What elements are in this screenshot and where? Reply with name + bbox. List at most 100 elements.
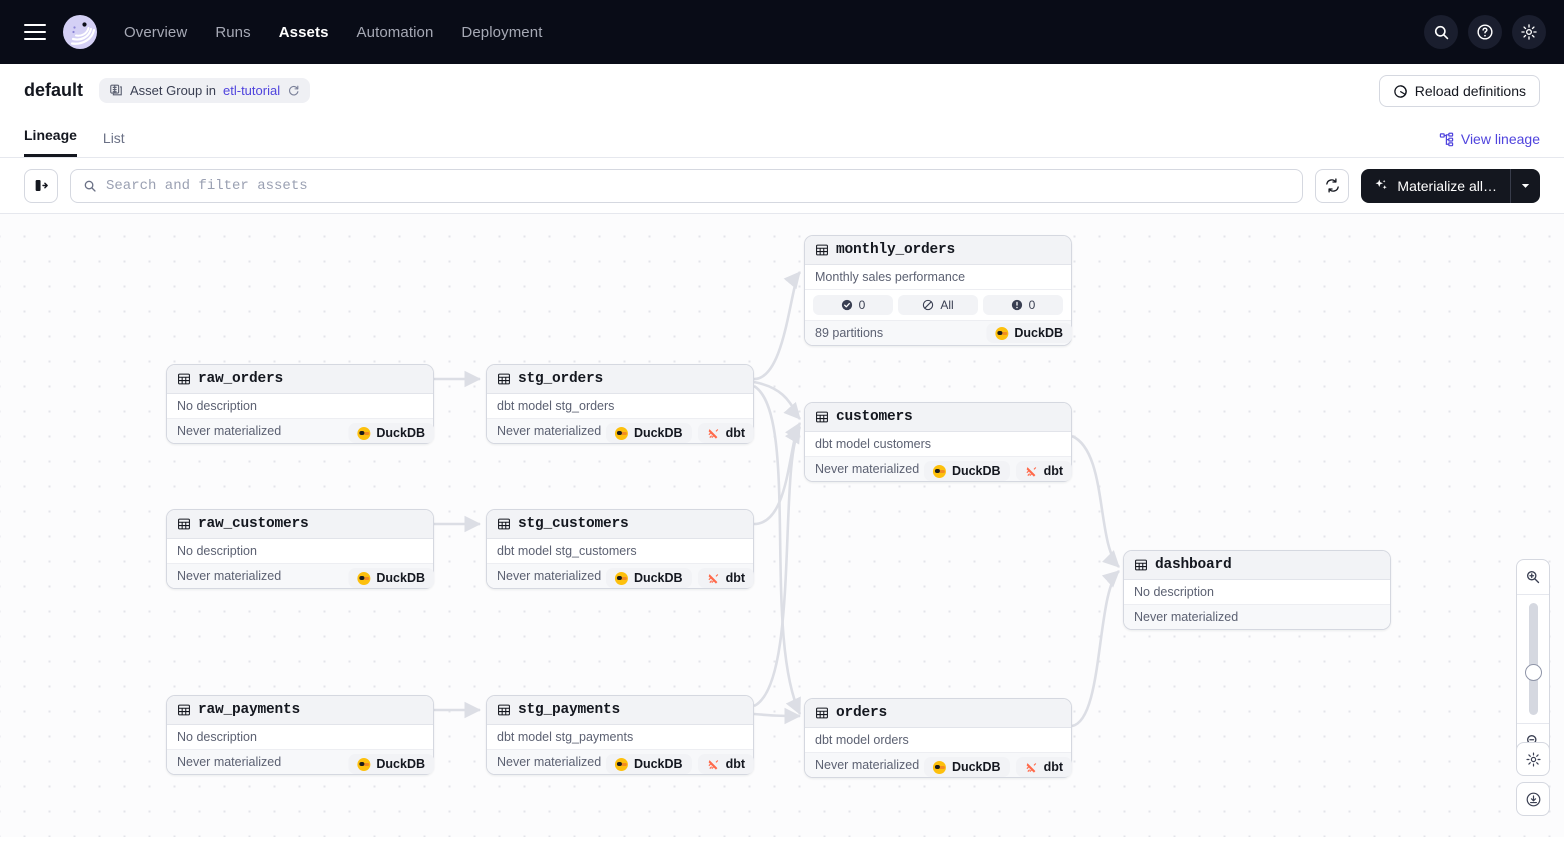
materialize-all-button[interactable]: Materialize all…: [1361, 169, 1510, 203]
asset-tag-row-stg_customers: DuckDB dbt: [605, 568, 754, 588]
asset-tag-row-customers: DuckDB dbt: [923, 461, 1072, 481]
tag-dbt[interactable]: dbt: [1015, 461, 1072, 481]
view-lineage-button[interactable]: View lineage: [1439, 131, 1540, 147]
tag-dbt[interactable]: dbt: [697, 423, 754, 443]
reload-definitions-button[interactable]: Reload definitions: [1378, 75, 1540, 107]
tag-dbt[interactable]: dbt: [697, 754, 754, 774]
table-icon: [1135, 559, 1147, 571]
asset-node-monthly_orders[interactable]: monthly_orders Monthly sales performance…: [804, 235, 1072, 346]
tag-dbt[interactable]: dbt: [1015, 757, 1072, 777]
asset-node-description: dbt model orders: [805, 728, 1071, 753]
zoom-control-group[interactable]: [1516, 559, 1550, 759]
table-icon: [178, 704, 190, 716]
asset-node-header[interactable]: stg_customers: [487, 510, 753, 539]
zoom-slider[interactable]: [1517, 594, 1549, 724]
partition-chip-info-circle-icon[interactable]: 0: [983, 295, 1063, 315]
top-navigation-bar: Overview Runs Assets Automation Deployme…: [0, 0, 1564, 64]
asset-tag-row-raw_orders: DuckDB: [348, 423, 434, 443]
asset-group-chip[interactable]: Asset Group in etl-tutorial: [99, 77, 311, 103]
nav-link-deployment[interactable]: Deployment: [461, 23, 543, 41]
tag-duckdb[interactable]: DuckDB: [348, 423, 434, 443]
asset-node-header[interactable]: customers: [805, 403, 1071, 432]
asset-group-link[interactable]: etl-tutorial: [223, 82, 281, 98]
tag-duckdb[interactable]: DuckDB: [923, 461, 1010, 481]
asset-node-header[interactable]: raw_customers: [167, 510, 433, 539]
graph-settings-button[interactable]: [1516, 742, 1550, 776]
table-icon: [498, 373, 510, 385]
tag-label: DuckDB: [1014, 326, 1063, 340]
fit-to-screen-button[interactable]: [1516, 782, 1550, 816]
slash-circle-icon: [923, 299, 934, 311]
asset-node-description: dbt model stg_customers: [487, 539, 753, 564]
asset-node-description: dbt model stg_orders: [487, 394, 753, 419]
asset-node-header[interactable]: stg_orders: [487, 365, 753, 394]
tag-label: dbt: [1043, 464, 1063, 478]
nav-link-runs[interactable]: Runs: [215, 23, 251, 41]
lineage-edges: [434, 271, 1120, 728]
asset-tag-row-stg_orders: DuckDB dbt: [605, 423, 754, 443]
edge-orders-dashboard: [1071, 570, 1120, 728]
asset-node-name: orders: [836, 705, 888, 721]
nav-link-assets[interactable]: Assets: [278, 23, 329, 41]
refresh-graph-button[interactable]: [1315, 168, 1350, 203]
refresh-icon[interactable]: [287, 84, 300, 97]
nav-link-overview[interactable]: Overview: [124, 23, 188, 41]
partition-chip-check-circle-icon[interactable]: 0: [813, 295, 893, 315]
chevron-down-icon[interactable]: [1510, 168, 1540, 203]
asset-node-header[interactable]: stg_payments: [487, 696, 753, 725]
asset-node-description: dbt model stg_payments: [487, 725, 753, 750]
search-icon[interactable]: [1424, 15, 1458, 49]
tag-duckdb[interactable]: DuckDB: [348, 754, 434, 774]
refresh-icon: [1326, 178, 1339, 193]
table-icon: [816, 707, 828, 719]
asset-node-header[interactable]: raw_orders: [167, 365, 433, 394]
asset-node-name: raw_payments: [198, 702, 301, 718]
asset-node-description: No description: [167, 394, 433, 419]
edge-stg_orders-monthly_orders: [753, 271, 802, 381]
duckdb-icon: [357, 571, 371, 585]
search-icon: [84, 180, 96, 192]
tag-label: dbt: [725, 571, 745, 585]
dagster-logo[interactable]: [60, 12, 100, 52]
dbt-icon: [708, 573, 718, 584]
tag-dbt[interactable]: dbt: [697, 568, 754, 588]
duckdb-icon: [357, 757, 371, 771]
partition-chip-slash-circle-icon[interactable]: All: [898, 295, 978, 315]
asset-tag-row-stg_payments: DuckDB dbt: [605, 754, 754, 774]
search-input[interactable]: [106, 177, 1291, 194]
hamburger-icon[interactable]: [24, 24, 46, 40]
asset-node-description: No description: [167, 725, 433, 750]
nav-link-automation[interactable]: Automation: [356, 23, 434, 41]
asset-node-header[interactable]: orders: [805, 699, 1071, 728]
panel-expand-icon[interactable]: [24, 168, 58, 203]
gear-icon[interactable]: [1512, 15, 1546, 49]
tag-duckdb[interactable]: DuckDB: [348, 568, 434, 588]
tab-bar: Lineage List View lineage: [0, 116, 1564, 158]
lineage-canvas[interactable]: monthly_orders Monthly sales performance…: [0, 214, 1564, 837]
zoom-in-icon[interactable]: [1517, 560, 1549, 594]
tag-duckdb[interactable]: DuckDB: [923, 757, 1010, 777]
tag-duckdb[interactable]: DuckDB: [605, 423, 692, 443]
asset-node-name: stg_payments: [518, 702, 621, 718]
help-icon[interactable]: [1468, 15, 1502, 49]
asset-node-header[interactable]: monthly_orders: [805, 236, 1071, 265]
asset-node-header[interactable]: raw_payments: [167, 696, 433, 725]
zoom-slider-thumb[interactable]: [1524, 663, 1542, 681]
materialize-all-button-group[interactable]: Materialize all…: [1361, 168, 1540, 203]
partition-chip-label: All: [940, 298, 954, 312]
search-bar[interactable]: [70, 168, 1304, 203]
tag-duckdb[interactable]: DuckDB: [605, 568, 692, 588]
tab-list[interactable]: List: [102, 130, 125, 146]
asset-node-header[interactable]: dashboard: [1124, 551, 1390, 580]
asset-node-description: dbt model customers: [805, 432, 1071, 457]
table-icon: [816, 244, 828, 256]
tag-duckdb[interactable]: DuckDB: [605, 754, 692, 774]
tab-lineage[interactable]: Lineage: [24, 127, 77, 157]
tag-label: DuckDB: [633, 571, 683, 585]
tag-duckdb[interactable]: DuckDB: [986, 323, 1072, 343]
